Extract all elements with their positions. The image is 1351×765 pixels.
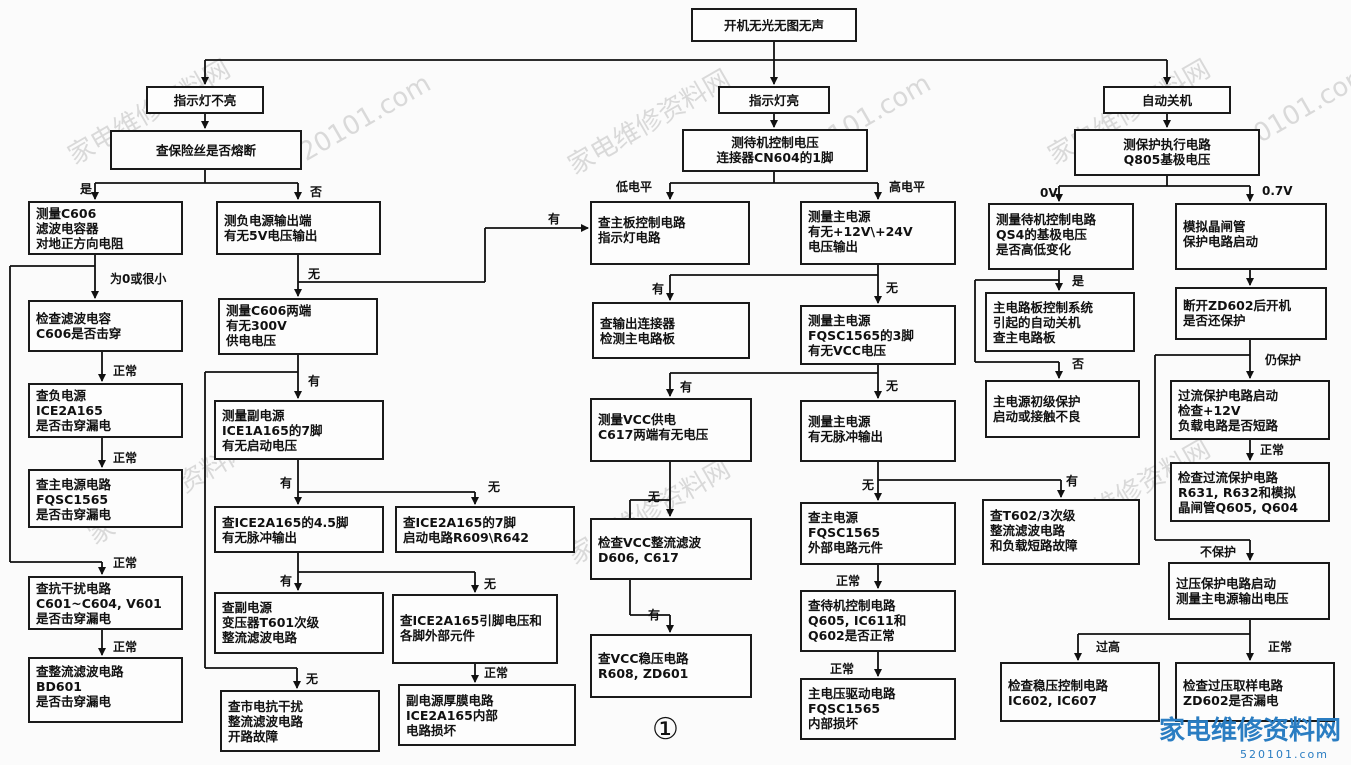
- node-neg-source: 查负电源 ICE2A165 是否击穿漏电: [28, 383, 183, 438]
- edge-label: 否: [310, 185, 323, 199]
- edge-label: 是: [80, 182, 93, 196]
- edge-label: 正常: [484, 666, 509, 680]
- node-overvoltage-sample: 检查过压取样电路 ZD602是否漏电: [1175, 662, 1335, 722]
- node-sub-source-pin7: 测量副电源 ICE1A165的7脚 有无启动电压: [214, 400, 384, 460]
- node-measure-c606: 测量C606 滤波电容器 对地正方向电阻: [28, 201, 183, 255]
- node-r631: 检查过流保护电路 R631, R632和模拟 晶闸管Q605, Q604: [1170, 462, 1330, 522]
- site-logo: 家电维修资料网: [1158, 716, 1341, 746]
- edge-label: 无: [484, 577, 497, 591]
- edge-label: 0.7V: [1262, 184, 1293, 198]
- figure-number: ①: [652, 712, 679, 747]
- edge-label: 正常: [113, 451, 138, 465]
- edge-label: 无: [862, 478, 875, 492]
- node-check-filter-cap: 检查滤波电容 C606是否击穿: [28, 300, 183, 352]
- node-output-connector: 查输出连接器 检测主电路板: [592, 302, 750, 359]
- edge-label: 有: [280, 574, 293, 588]
- edge-label: 有: [648, 608, 661, 622]
- node-thick-film: 副电源厚膜电路 ICE2A165内部 电路损坏: [398, 684, 576, 746]
- node-ocp: 过流保护电路启动 检查+12V 负载电路是否短路: [1170, 380, 1330, 440]
- node-vcc-pin3: 测量主电源 FQSC1565的3脚 有无VCC电压: [800, 305, 956, 365]
- edge-label: 仍保护: [1265, 353, 1302, 367]
- edge-label: 正常: [836, 574, 861, 588]
- node-root: 开机无光无图无声: [691, 8, 857, 42]
- edge-label: 正常: [113, 364, 138, 378]
- node-vcc-regulator: 查VCC稳压电路 R608, ZD601: [590, 634, 752, 698]
- node-check-fuse: 查保险丝是否熔断: [110, 130, 302, 170]
- node-standby-control: 查待机控制电路 Q605, IC611和 Q602是否正常: [800, 590, 956, 652]
- node-main-source: 查主电源电路 FQSC1565 是否击穿漏电: [28, 469, 183, 528]
- node-zd602: 断开ZD602后开机 是否还保护: [1175, 287, 1327, 340]
- edge-label: 有: [308, 374, 321, 388]
- node-c606-300v: 测量C606两端 有无300V 供电电压: [218, 298, 378, 355]
- node-drive-circuit: 主电压驱动电路 FQSC1565 内部损坏: [800, 678, 956, 740]
- edge-label: 为0或很小: [110, 272, 167, 286]
- edge-label: 0V: [1040, 186, 1058, 200]
- edge-label: 正常: [1260, 443, 1285, 457]
- site-logo-url: 520101.com: [1240, 748, 1329, 761]
- node-scr-protect: 模拟晶闸管 保护电路启动: [1175, 203, 1327, 270]
- node-pin7-start: 查ICE2A165的7脚 启动电路R609\R642: [395, 506, 575, 553]
- edge-label: 无: [648, 490, 661, 504]
- node-led-control: 查主板控制电路 指示灯电路: [590, 201, 750, 265]
- node-cn604: 测待机控制电压 连接器CN604的1脚: [682, 129, 868, 172]
- node-emi-circuit: 查抗干扰电路 C601~C604, V601 是否击穿漏电: [28, 576, 183, 630]
- node-neg-5v: 测负电源输出端 有无5V电压输出: [216, 201, 381, 255]
- edge-label: 有: [548, 212, 561, 226]
- node-pin45-pulse: 查ICE2A165的4.5脚 有无脉冲输出: [214, 506, 384, 553]
- edge-label: 否: [1072, 357, 1085, 371]
- node-c617: 测量VCC供电 C617两端有无电压: [590, 398, 752, 462]
- node-indicator-off: 指示灯不亮: [146, 86, 264, 114]
- edge-label: 无: [886, 281, 899, 295]
- node-pulse-output: 测量主电源 有无脉冲输出: [800, 400, 956, 462]
- node-board-control: 主电路板控制系统 引起的自动关机 查主电路板: [985, 292, 1135, 352]
- node-auto-shutdown: 自动关机: [1103, 86, 1231, 114]
- node-ic602: 检查稳压控制电路 IC602, IC607: [1000, 662, 1160, 722]
- edge-label: 有: [652, 282, 665, 296]
- node-d606: 检查VCC整流滤波 D606, C617: [590, 518, 752, 580]
- edge-label: 无: [306, 672, 319, 686]
- edge-label: 低电平: [616, 180, 653, 194]
- node-main-voltage: 测量主电源 有无+12V\+24V 电压输出: [800, 201, 956, 265]
- edge-label: 高电平: [889, 180, 926, 194]
- node-ovp: 过压保护电路启动 测量主电源输出电压: [1168, 562, 1330, 620]
- node-t602: 查T602/3次级 整流滤波电路 和负载短路故障: [982, 499, 1140, 565]
- edge-label: 有: [1066, 474, 1079, 488]
- node-qs4: 测量待机控制电路 QS4的基极电压 是否高低变化: [988, 203, 1134, 270]
- node-external-parts: 查主电源 FQSC1565 外部电路元件: [800, 502, 956, 565]
- node-bd601: 查整流滤波电路 BD601 是否击穿漏电: [28, 657, 183, 723]
- edge-label: 正常: [113, 640, 138, 654]
- edge-label: 过高: [1096, 640, 1121, 654]
- node-q805: 测保护执行电路 Q805基极电压: [1074, 129, 1260, 176]
- edge-label: 正常: [113, 556, 138, 570]
- edge-label: 有: [680, 380, 693, 394]
- edge-label: 不保护: [1200, 545, 1237, 559]
- edge-label: 有: [280, 476, 293, 490]
- node-pin-voltages: 查ICE2A165引脚电压和 各脚外部元件: [392, 594, 558, 664]
- edge-label: 正常: [830, 662, 855, 676]
- edge-label: 无: [308, 267, 321, 281]
- node-indicator-on: 指示灯亮: [718, 86, 830, 114]
- node-primary-protect: 主电源初级保护 启动或接触不良: [985, 380, 1140, 438]
- edge-label: 是: [1072, 274, 1085, 288]
- edge-label: 无: [886, 379, 899, 393]
- node-sub-transformer: 查副电源 变压器T601次级 整流滤波电路: [214, 592, 384, 654]
- node-mains-filter: 查市电抗干扰 整流滤波电路 开路故障: [220, 690, 380, 752]
- edge-label: 无: [488, 480, 501, 494]
- edge-label: 正常: [1268, 640, 1293, 654]
